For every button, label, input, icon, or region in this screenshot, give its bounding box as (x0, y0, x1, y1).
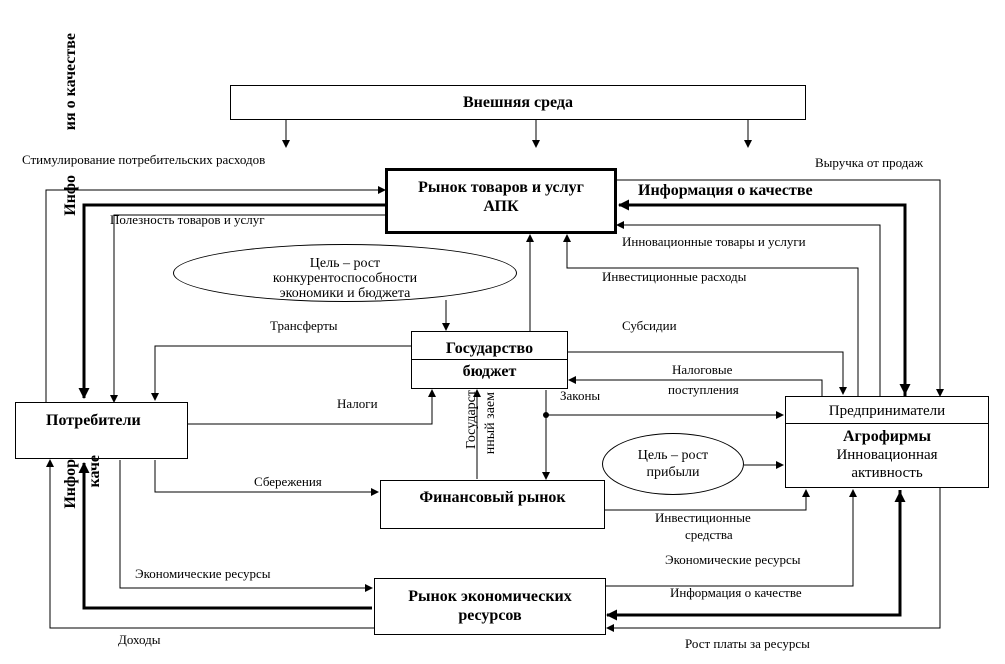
vlabel-info-left-a: Инфор (62, 459, 79, 509)
vlabel-gov-loan-a: Государст (464, 390, 479, 450)
innovation-line2: активность (851, 465, 923, 481)
goal-profit-line2: прибыли (646, 465, 700, 480)
resource-market-box: Рынок экономических ресурсов (374, 578, 606, 635)
budget-title: бюджет (462, 363, 517, 380)
arrow-income (46, 459, 374, 629)
resource-market-title-line2: ресурсов (458, 607, 522, 624)
label-stimulation: Стимулирование потребительских расходов (22, 152, 266, 167)
label-transfers: Трансферты (270, 318, 338, 333)
thick-arrow-info-top-left (78, 203, 385, 399)
goal-state-ellipse: Цель – рост конкурентоспособности эконом… (173, 244, 517, 302)
label-innovative-goods: Инновационные товары и услуги (622, 234, 806, 249)
goal-profit-ellipse: Цель – рост прибыли (602, 433, 744, 495)
arrow-econ-resources-left (119, 460, 373, 592)
entrepreneurs-title: Предприниматели (828, 403, 946, 419)
label-resource-pay: Рост платы за ресурсы (685, 636, 810, 651)
goods-market-title-line2: АПК (483, 198, 519, 215)
arrow-stimulation (45, 186, 386, 402)
label-tax-revenue-line2: поступления (668, 382, 739, 397)
arrow-taxes (188, 389, 436, 425)
state-divider (412, 359, 567, 360)
resource-market-title-line1: Рынок экономических (408, 588, 572, 605)
arrow-subsidies (567, 351, 847, 395)
label-usefulness: Полезность товаров и услуг (110, 212, 265, 227)
label-revenue: Выручка от продаж (815, 155, 924, 170)
vlabel-gov-loan-b: нный заем (483, 392, 498, 455)
external-environment-box: Внешняя среда (230, 85, 806, 120)
arrow-revenue (617, 179, 944, 397)
label-investment-funds-line2: средства (685, 527, 733, 542)
label-econ-resources-right: Экономические ресурсы (665, 552, 801, 567)
consumers-title: Потребители (46, 412, 141, 429)
entrepreneurs-box: Предприниматели Агрофирмы Инновационная … (785, 396, 989, 488)
label-subsidies: Субсидии (622, 318, 677, 333)
consumers-box: Потребители (15, 402, 188, 459)
label-income: Доходы (118, 632, 161, 647)
arrow-savings (154, 460, 379, 496)
thick-arrow-info-left (78, 462, 372, 610)
state-title: Государство (445, 340, 534, 357)
goal-profit-line1: Цель – рост (637, 448, 709, 463)
arrow-usefulness (110, 214, 385, 403)
external-environment-title: Внешняя среда (462, 94, 573, 111)
innovation-line1: Инновационная (836, 447, 938, 463)
goal-state-line1: Цель – рост (309, 256, 381, 271)
vlabel-info-top-a: Инфо (62, 175, 79, 216)
arrow-tax-revenue (568, 376, 823, 396)
arrow-transfers (151, 345, 412, 401)
label-econ-resources-left: Экономические ресурсы (135, 566, 271, 581)
agrofirms-title: Агрофирмы (842, 428, 932, 445)
arrow-investment-spending (563, 234, 859, 396)
goods-market-title-line1: Рынок товаров и услуг (418, 179, 584, 196)
financial-market-box: Финансовый рынок (380, 480, 605, 529)
arrow-resource-pay (606, 488, 941, 632)
label-tax-revenue-line1: Налоговые (672, 362, 733, 377)
label-info-quality-top: Информация о качестве (638, 182, 813, 199)
label-savings: Сбережения (254, 474, 322, 489)
financial-market-title: Финансовый рынок (419, 489, 566, 506)
entrepreneurs-divider (786, 423, 988, 424)
label-investment-funds-line1: Инвестиционные (655, 510, 751, 525)
junction-dot (543, 412, 549, 418)
vlabel-info-left-b: каче (86, 455, 103, 488)
label-laws: Законы (560, 388, 601, 403)
label-taxes: Налоги (337, 396, 378, 411)
goal-state-line3: экономики и бюджета (279, 286, 411, 301)
label-info-quality-bottom: Информация о качестве (670, 585, 802, 600)
arrow-investment-funds (605, 489, 810, 511)
vlabel-info-top-b: ия о качестве (62, 33, 79, 131)
state-box: Государство бюджет (411, 331, 568, 389)
goal-state-line2: конкурентоспособности (272, 271, 418, 286)
arrow-innovative-goods (616, 221, 881, 396)
arrow-econ-resources-right (605, 489, 857, 587)
goods-market-box: Рынок товаров и услуг АПК (385, 168, 617, 234)
label-investment-spending: Инвестиционные расходы (602, 269, 747, 284)
